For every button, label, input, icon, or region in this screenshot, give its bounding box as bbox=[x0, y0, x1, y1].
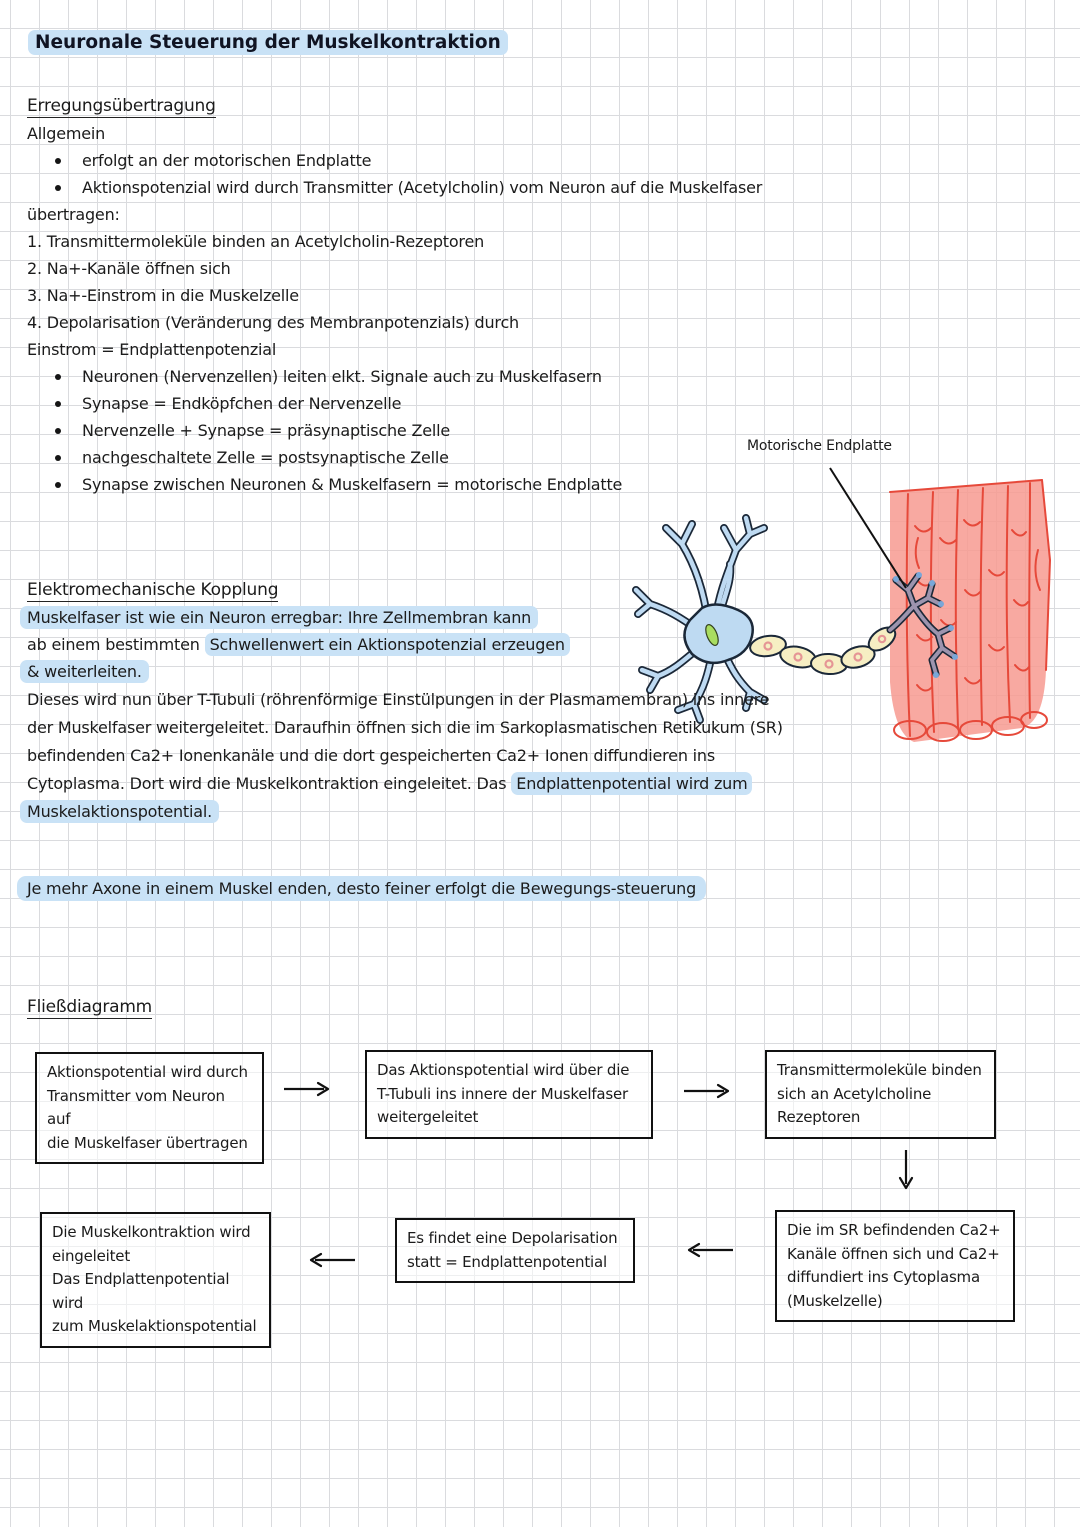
bullet-dot-icon bbox=[55, 185, 61, 191]
neuron-axon-myelin bbox=[749, 626, 897, 676]
key-sentence: Je mehr Axone in einem Muskel enden, des… bbox=[17, 876, 707, 901]
bullet-dot-icon bbox=[55, 428, 61, 434]
kopplung-paragraph-line-4: Cytoplasma. Dort wird die Muskelkontrakt… bbox=[27, 772, 753, 795]
arrow-right-icon bbox=[684, 1083, 730, 1099]
bullet-dot-icon bbox=[55, 374, 61, 380]
section-heading-kopplung: Elektromechanische Kopplung bbox=[27, 580, 279, 602]
bullet-dot-icon bbox=[55, 455, 61, 461]
kopplung-line-3: & weiterleiten. bbox=[20, 660, 149, 683]
neuron-muscle-illustration bbox=[632, 467, 1052, 742]
flowchart-box-1: Aktionspotential wird durch Transmitter … bbox=[35, 1052, 264, 1164]
numbered-item-2: 2. Na+-Kanäle öffnen sich bbox=[27, 259, 231, 278]
page-title-text: Neuronale Steuerung der Muskelkontraktio… bbox=[28, 30, 508, 55]
flowchart-box-2: Das Aktionspotential wird über die T-Tub… bbox=[365, 1050, 653, 1139]
kopplung-paragraph-line-5: Muskelaktionspotential. bbox=[20, 800, 219, 823]
kopplung-paragraph-line-1: Dieses wird nun über T-Tubuli (röhrenför… bbox=[27, 690, 770, 709]
kopplung-line-2: ab einem bestimmten Schwellenwert ein Ak… bbox=[27, 633, 570, 656]
numbered-continuation: Einstrom = Endplattenpotenzial bbox=[27, 340, 277, 359]
page-title: Neuronale Steuerung der Muskelkontraktio… bbox=[28, 30, 508, 55]
kopplung-paragraph-line-2: der Muskelfaser weitergeleitet. Daraufhi… bbox=[27, 718, 783, 737]
kopplung-line-1: Muskelfaser ist wie ein Neuron erregbar:… bbox=[20, 606, 539, 629]
numbered-item-4: 4. Depolarisation (Veränderung des Membr… bbox=[27, 313, 519, 332]
label-pointer-line bbox=[829, 467, 907, 589]
flowchart-box-3: Transmittermoleküle binden sich an Acety… bbox=[765, 1050, 996, 1139]
arrow-right-icon bbox=[284, 1081, 330, 1097]
bullet-dot-icon bbox=[55, 482, 61, 488]
kopplung-paragraph-line-3: befindenden Ca2+ Ionenkanäle und die dor… bbox=[27, 746, 715, 765]
axon-terminal-endplate bbox=[886, 572, 958, 678]
diagram-label-motorische-endplatte: Motorische Endplatte bbox=[747, 438, 892, 454]
subheading-allgemein: Allgemein bbox=[27, 124, 106, 143]
flowchart-box-6: Die im SR befindenden Ca2+ Kanäle öffnen… bbox=[775, 1210, 1015, 1322]
bullet-dot-icon bbox=[55, 401, 61, 407]
arrow-left-icon bbox=[309, 1252, 355, 1268]
flowchart-box-5: Es findet eine Depolarisation statt = En… bbox=[395, 1218, 635, 1283]
neuron-nucleus bbox=[705, 624, 719, 646]
section-heading-erregungsuebertragung: Erregungsübertragung bbox=[27, 96, 216, 118]
numbered-item-1: 1. Transmittermoleküle binden an Acetylc… bbox=[27, 232, 485, 251]
arrow-down-icon bbox=[898, 1150, 914, 1190]
neuron-soma bbox=[683, 603, 754, 665]
flowchart-box-4: Die Muskelkontraktion wird eingeleitet D… bbox=[40, 1212, 271, 1348]
bullet-continuation: übertragen: bbox=[27, 205, 120, 224]
muscle-fiber-drawing bbox=[889, 479, 1052, 742]
numbered-item-3: 3. Na+-Einstrom in die Muskelzelle bbox=[27, 286, 299, 305]
arrow-left-icon bbox=[687, 1242, 733, 1258]
section-heading-fliessdiagramm: Fließdiagramm bbox=[27, 997, 153, 1019]
bullet-dot-icon bbox=[55, 158, 61, 164]
